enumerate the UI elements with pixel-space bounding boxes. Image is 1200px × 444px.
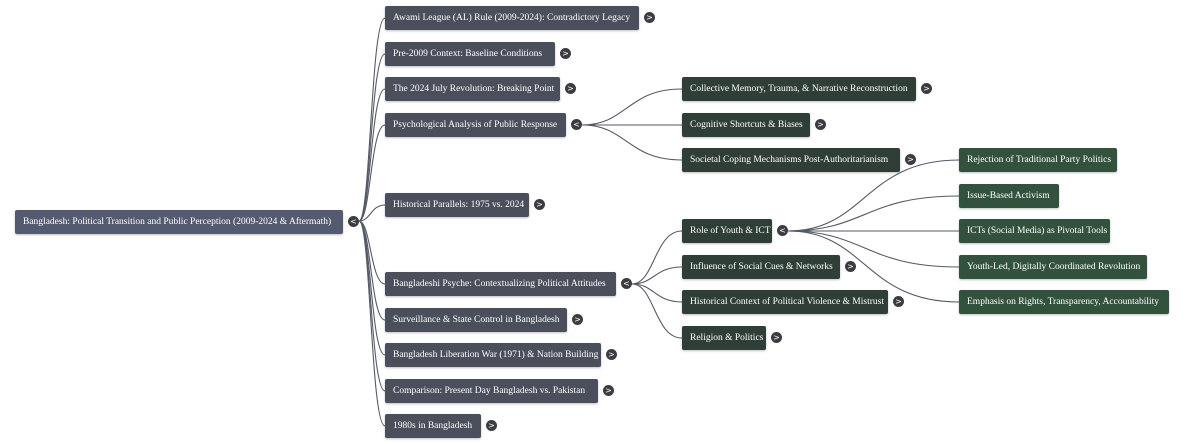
root-node-label: Bangladesh: Political Transition and Pub… — [23, 217, 332, 227]
subtopic-label: Role of Youth & ICT — [690, 226, 771, 236]
expand-icon[interactable]: > — [606, 349, 617, 360]
connector-line — [358, 220, 386, 285]
leaf-label: Rejection of Traditional Party Politics — [967, 155, 1112, 165]
subtopic-social-cues[interactable]: Influence of Social Cues & Networks — [682, 255, 840, 279]
connector-line — [631, 266, 683, 285]
expand-icon[interactable]: > — [921, 83, 932, 94]
topic-1980s[interactable]: 1980s in Bangladesh — [385, 414, 481, 438]
expand-icon[interactable]: > — [565, 83, 576, 94]
topic-label: Bangladesh Liberation War (1971) & Natio… — [393, 350, 599, 360]
subtopic-label: Collective Memory, Trauma, & Narrative R… — [690, 84, 908, 94]
connector-line — [581, 88, 683, 126]
expand-icon[interactable]: > — [486, 420, 497, 431]
collapse-icon[interactable]: < — [621, 278, 632, 289]
topic-bangladeshi-psyche[interactable]: Bangladeshi Psyche: Contextualizing Poli… — [385, 272, 616, 296]
subtopic-collective-memory[interactable]: Collective Memory, Trauma, & Narrative R… — [682, 77, 916, 101]
subtopic-youth-ict[interactable]: Role of Youth & ICT — [682, 219, 772, 243]
expand-icon[interactable]: > — [534, 199, 545, 210]
subtopic-religion-politics[interactable]: Religion & Politics — [682, 326, 766, 350]
collapse-icon[interactable]: < — [777, 225, 788, 236]
topic-al-rule[interactable]: Awami League (AL) Rule (2009-2024): Cont… — [385, 6, 639, 30]
leaf-rejection-party-politics[interactable]: Rejection of Traditional Party Politics — [959, 148, 1117, 172]
expand-icon[interactable]: > — [815, 119, 826, 130]
subtopic-cognitive-shortcuts[interactable]: Cognitive Shortcuts & Biases — [682, 113, 810, 137]
connector-line — [787, 230, 960, 303]
expand-icon[interactable]: > — [644, 12, 655, 23]
root-collapse-icon[interactable]: < — [348, 216, 359, 227]
subtopic-coping-mechanisms[interactable]: Societal Coping Mechanisms Post-Authorit… — [682, 148, 900, 172]
subtopic-label: Cognitive Shortcuts & Biases — [690, 120, 803, 130]
topic-label: The 2024 July Revolution: Breaking Point — [393, 84, 555, 94]
topic-psychological-analysis[interactable]: Psychological Analysis of Public Respons… — [385, 113, 566, 137]
topic-label: Pre-2009 Context: Baseline Conditions — [393, 49, 543, 59]
topic-label: Historical Parallels: 1975 vs. 2024 — [393, 200, 525, 210]
leaf-rights-transparency[interactable]: Emphasis on Rights, Transparency, Accoun… — [959, 290, 1169, 314]
subtopic-label: Historical Context of Political Violence… — [690, 297, 884, 307]
leaf-label: Issue-Based Activism — [967, 191, 1050, 201]
topic-historical-parallels[interactable]: Historical Parallels: 1975 vs. 2024 — [385, 193, 529, 217]
leaf-issue-based-activism[interactable]: Issue-Based Activism — [959, 184, 1059, 208]
topic-label: Awami League (AL) Rule (2009-2024): Cont… — [393, 13, 631, 23]
connector-line — [631, 283, 683, 303]
topic-liberation-war[interactable]: Bangladesh Liberation War (1971) & Natio… — [385, 343, 601, 367]
connector-line — [631, 230, 683, 285]
subtopic-label: Religion & Politics — [690, 333, 764, 343]
expand-icon[interactable]: > — [845, 261, 856, 272]
topic-july-revolution[interactable]: The 2024 July Revolution: Breaking Point — [385, 77, 560, 101]
connector-line — [358, 53, 386, 222]
expand-icon[interactable]: > — [905, 154, 916, 165]
topic-comparison-pakistan[interactable]: Comparison: Present Day Bangladesh vs. P… — [385, 379, 598, 403]
topic-label: Surveillance & State Control in Banglade… — [393, 315, 560, 325]
collapse-icon[interactable]: < — [571, 119, 582, 130]
connector-line — [631, 283, 683, 339]
connector-line — [358, 88, 386, 222]
leaf-label: ICTs (Social Media) as Pivotal Tools — [967, 226, 1108, 236]
leaf-youth-led-revolution[interactable]: Youth-Led, Digitally Coordinated Revolut… — [959, 255, 1147, 279]
connector-line — [358, 204, 386, 222]
expand-icon[interactable]: > — [771, 332, 782, 343]
leaf-icts-social-media[interactable]: ICTs (Social Media) as Pivotal Tools — [959, 219, 1110, 243]
topic-surveillance[interactable]: Surveillance & State Control in Banglade… — [385, 308, 567, 332]
leaf-label: Youth-Led, Digitally Coordinated Revolut… — [967, 262, 1141, 272]
subtopic-label: Societal Coping Mechanisms Post-Authorit… — [690, 155, 889, 165]
subtopic-political-violence[interactable]: Historical Context of Political Violence… — [682, 290, 888, 314]
connector-line — [581, 124, 683, 161]
connector-line — [358, 220, 386, 321]
connector-line — [358, 124, 386, 222]
connector-line — [358, 220, 386, 392]
topic-pre-2009[interactable]: Pre-2009 Context: Baseline Conditions — [385, 42, 555, 66]
connector-line — [358, 220, 386, 427]
expand-icon[interactable]: > — [560, 48, 571, 59]
topic-label: Bangladeshi Psyche: Contextualizing Poli… — [393, 279, 606, 289]
topic-label: Psychological Analysis of Public Respons… — [393, 120, 558, 130]
leaf-label: Emphasis on Rights, Transparency, Accoun… — [967, 297, 1160, 307]
topic-label: Comparison: Present Day Bangladesh vs. P… — [393, 386, 586, 396]
expand-icon[interactable]: > — [603, 385, 614, 396]
connector-line — [787, 159, 960, 232]
connector-line — [787, 195, 960, 232]
connector-line — [787, 230, 960, 268]
expand-icon[interactable]: > — [893, 296, 904, 307]
expand-icon[interactable]: > — [572, 314, 583, 325]
topic-label: 1980s in Bangladesh — [393, 421, 473, 431]
subtopic-label: Influence of Social Cues & Networks — [690, 262, 833, 272]
root-node[interactable]: Bangladesh: Political Transition and Pub… — [15, 210, 343, 234]
